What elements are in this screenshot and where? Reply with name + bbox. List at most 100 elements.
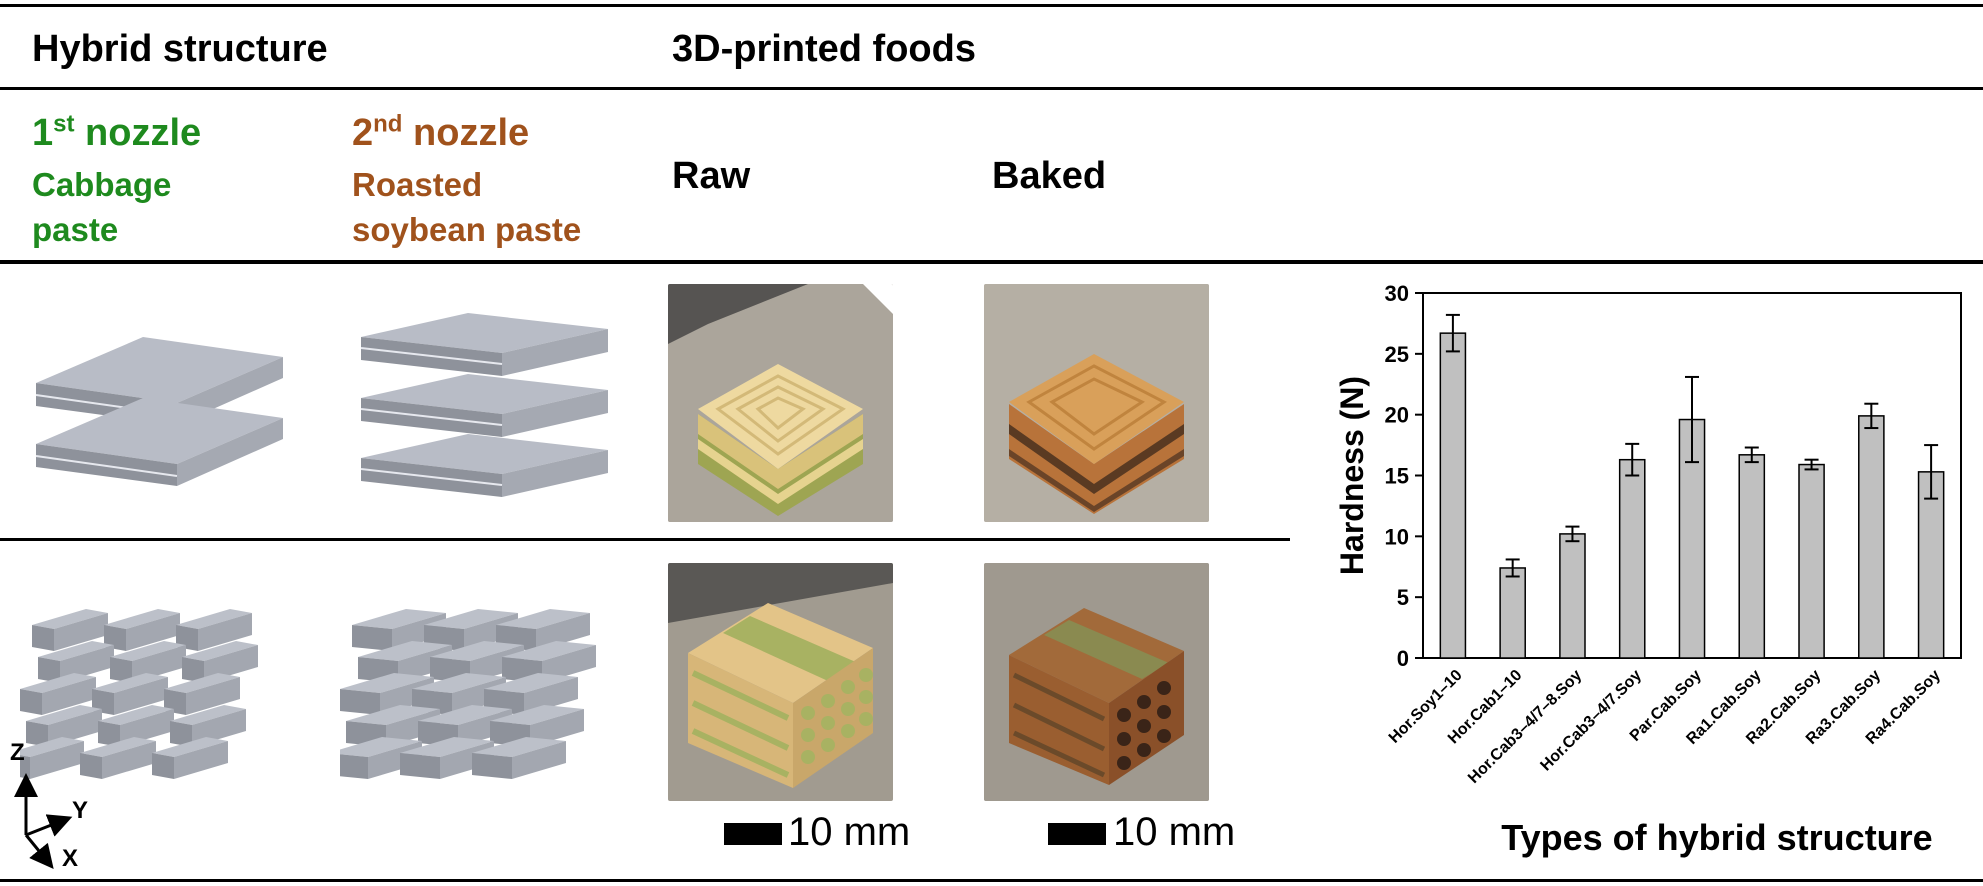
rod-top [110,641,186,661]
rod-top [32,609,108,629]
y-tick-label: 15 [1385,464,1409,489]
nozzle1-ordinal: 1 [32,112,54,154]
rod-top [496,609,590,629]
rod-top [358,641,452,661]
nozzle1-word: nozzle [85,112,202,154]
nozzle2-material-line1: Roasted [352,166,483,203]
rod-front [20,689,42,715]
row-divider [0,538,1290,541]
horizontal-layer-model-nozzle1 [35,337,283,486]
rod-top [92,673,168,693]
axis-z-label: Z [10,740,25,766]
y-tick-label: 5 [1397,585,1409,610]
rod-top [490,705,584,725]
rod-top [340,673,434,693]
rod-top [472,737,566,757]
rod-top [38,641,114,661]
hardness-bar-chart: 051015202530Hor.Soy1–10Hor.Cab1–10Hor.Ca… [1334,281,1962,858]
rod-front [38,657,60,683]
baked-horizontal-photo [984,284,1209,522]
rod-top [400,737,494,757]
lower-slab [35,398,283,486]
x-tick-label: Hor.Cab3–4/7.Soy [1537,667,1645,775]
bar [1618,458,1646,659]
rod-front [352,625,392,651]
rod-side [186,677,240,715]
rod-top [98,705,174,725]
rod-top [26,705,102,725]
axis-y-label: Y [72,797,88,824]
rod-side [30,741,84,779]
rod-top [346,705,440,725]
bar [1798,463,1825,659]
rod-front [98,721,120,747]
baked-lattice-photo [984,563,1209,801]
rod-top [418,705,512,725]
bar [1439,332,1467,659]
nozzle2-word: nozzle [413,112,530,154]
rod-front [110,657,132,683]
y-tick-label: 20 [1385,403,1409,428]
rod-side [198,613,252,651]
bar [1499,567,1526,659]
slab-1 [360,313,608,376]
raw-lattice-stack [688,603,873,788]
nozzle1-material-line2: paste [32,211,119,248]
horizontal-layer-model-nozzle2 [360,313,608,497]
rod-front [80,753,102,779]
x-tick-label: Hor.Cab3–4/7–8.Soy [1465,667,1585,787]
rod-top [170,705,246,725]
rod-side [42,677,96,715]
rod-side [102,741,156,779]
nozzle2-ordinal: 2 [352,112,374,154]
bottom-rule [0,879,1983,882]
nozzle2-material-line2: soybean paste [352,211,582,248]
nozzle1-sup: st [53,110,75,138]
rod-front [472,753,512,779]
rod-side [542,645,596,683]
bar [1559,533,1586,659]
rod-front [26,721,48,747]
raw-scale-bar [724,823,782,845]
baked-column-label: Baked [992,155,1107,197]
rod-top [502,641,596,661]
printed-foods-heading: 3D-printed foods [672,28,976,70]
lattice-rods [340,609,596,779]
rod-front [340,689,380,715]
rod-lattice-model-nozzle2 [340,609,596,779]
rod-side [54,613,108,651]
axes-orientation-icon: Z Y X [10,740,88,872]
rod-top [20,737,84,757]
x-axis-label: Types of hybrid structure [1501,817,1932,858]
rod-front [152,753,174,779]
bar [1738,454,1766,659]
y-tick-label: 30 [1385,281,1409,306]
baked-scale-bar [1048,823,1106,845]
y-tick-label: 25 [1385,342,1409,367]
rod-side [524,677,578,715]
rod-side [174,741,228,779]
y-axis-label: Hardness (N) [1334,376,1370,575]
rod-top [152,737,228,757]
rod-top [412,673,506,693]
bar [1858,415,1885,659]
nozzle1-material-line1: Cabbage [32,166,172,203]
rod-lattice-model-nozzle1 [20,609,258,779]
baked-stack [1009,354,1184,514]
top-rule [0,4,1983,7]
raw-scale-label: 10 mm [788,810,911,854]
rod-side [126,613,180,651]
raw-stack [698,364,863,516]
rod-top [20,673,96,693]
rod-top [104,609,180,629]
rod-front [400,753,440,779]
rod-top [430,641,524,661]
rod-top [80,737,156,757]
rod-side [114,677,168,715]
rod-front [32,625,54,651]
axis-x-label: X [62,845,78,872]
baked-scale-label: 10 mm [1113,810,1236,854]
rod-side [512,741,566,779]
rod-side [530,709,584,747]
nozzle-rule [0,260,1983,264]
